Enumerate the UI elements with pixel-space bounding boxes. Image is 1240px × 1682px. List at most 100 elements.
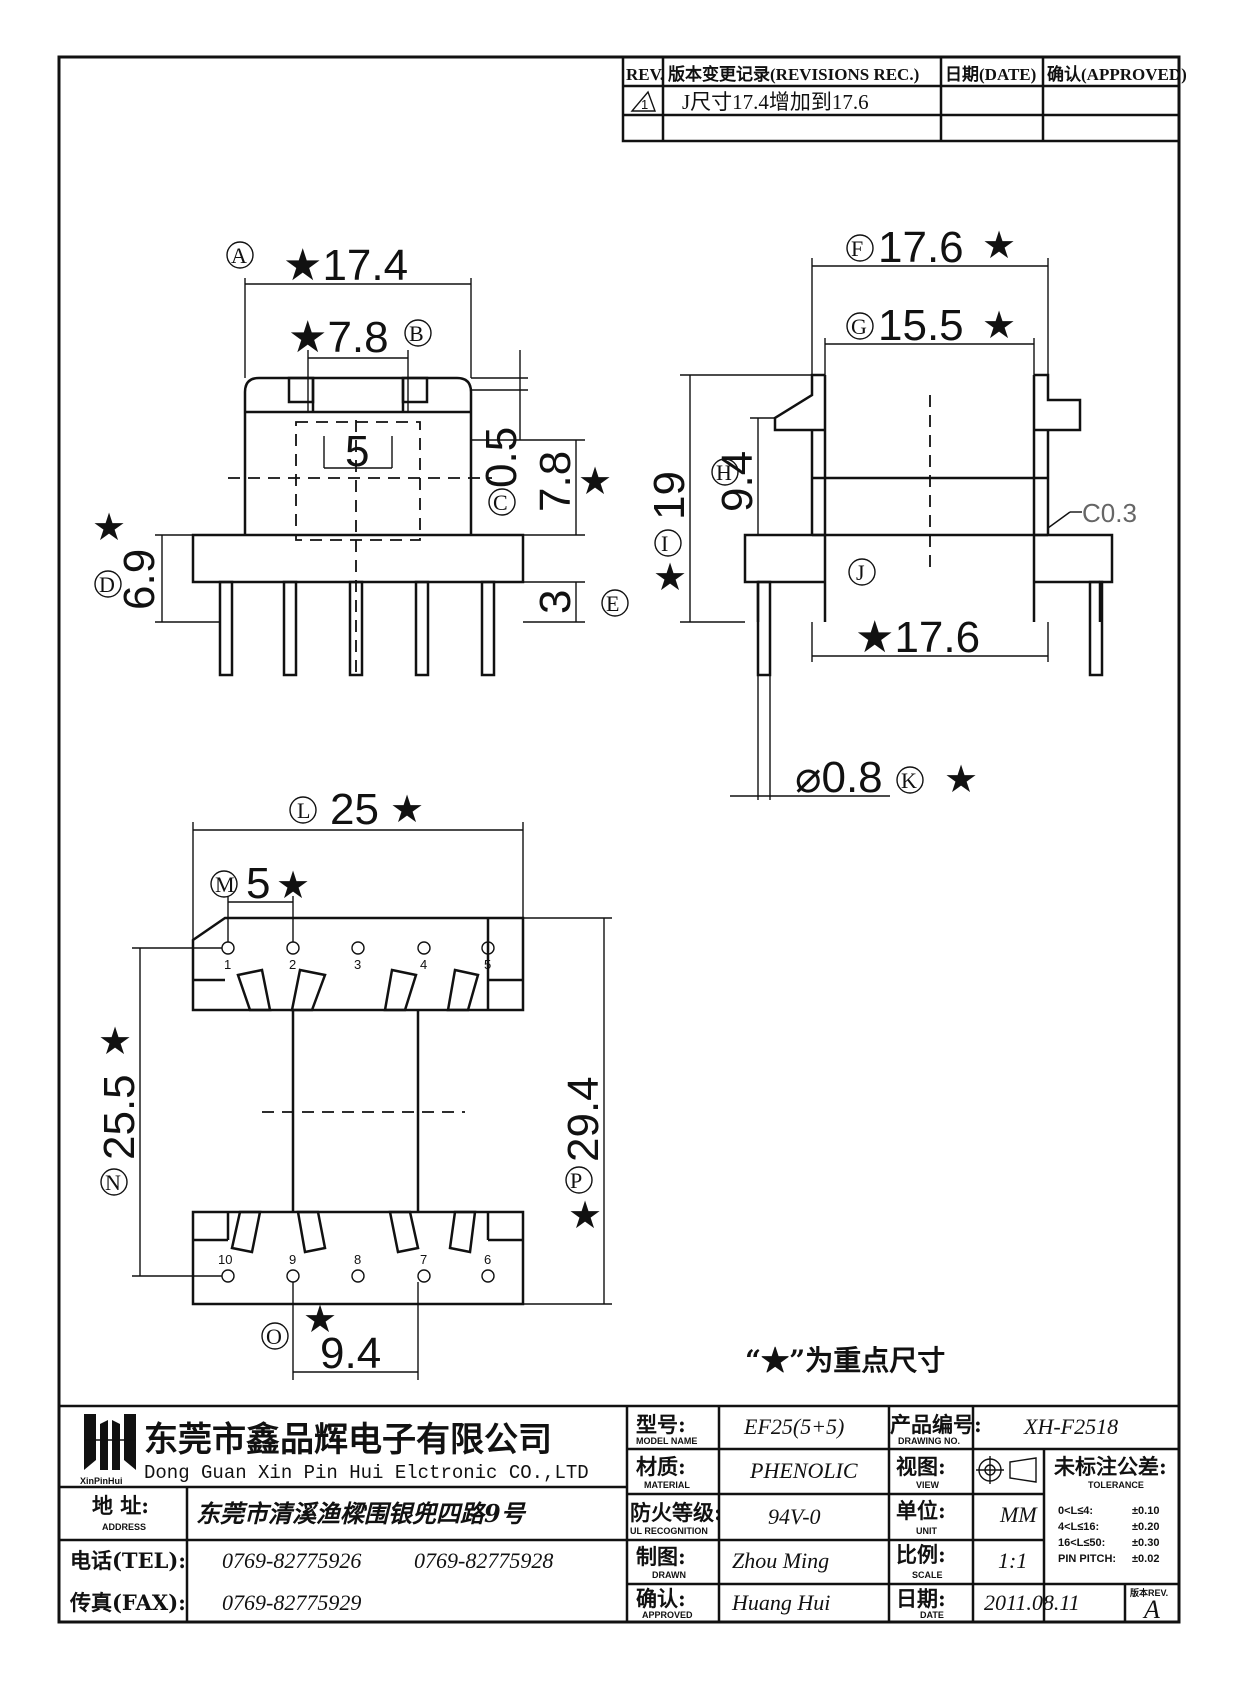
version-label: 版本REV. xyxy=(1129,1587,1168,1598)
rev-header: REV. xyxy=(626,65,664,84)
scale-label: 比例: xyxy=(896,1542,946,1567)
date-sub: DATE xyxy=(920,1610,944,1620)
fax-value: 0769-82775929 xyxy=(222,1590,361,1615)
dim-O: 9.4 xyxy=(320,1329,381,1378)
company-logo: XinPinHui xyxy=(80,1414,136,1486)
dim-C: 7.8 xyxy=(531,451,580,512)
rev-date-header: 日期(DATE) xyxy=(945,65,1036,84)
version-value: A xyxy=(1142,1595,1160,1624)
first-angle-projection-icon xyxy=(976,1456,1037,1484)
unit-sub: UNIT xyxy=(916,1526,937,1536)
address-sub: ADDRESS xyxy=(102,1522,146,1532)
marker-O-label: O xyxy=(266,1324,282,1349)
material-label: 材质: xyxy=(636,1454,686,1479)
approved-value: Huang Hui xyxy=(731,1590,830,1615)
marker-C-label: C xyxy=(493,490,508,515)
approved-label: 确认: xyxy=(636,1586,686,1611)
dim-N: 25.5 xyxy=(95,1074,144,1160)
marker-K-icon xyxy=(896,766,924,794)
title-block: XinPinHui 东莞市鑫品辉电子有限公司 Dong Guan Xin Pin… xyxy=(59,1404,1179,1624)
address-label: 地 址: xyxy=(92,1493,149,1518)
marker-P-icon xyxy=(565,1166,593,1194)
pin-label: 8 xyxy=(354,1252,361,1267)
date-value: 2011.08.11 xyxy=(984,1590,1080,1615)
tolerance-label: 未标注公差: xyxy=(1054,1454,1167,1479)
dim-A: ★17.4 xyxy=(283,241,408,290)
marker-N-label: N xyxy=(105,1170,121,1195)
drawn-label: 制图: xyxy=(636,1544,686,1569)
marker-M-icon xyxy=(210,870,238,898)
marker-E-icon xyxy=(601,589,629,617)
pin-label: 6 xyxy=(484,1252,491,1267)
marker-D-label: D xyxy=(99,572,115,597)
tolerance-range: 16<L≤50: xyxy=(1058,1537,1105,1549)
tolerance-range: 0<L≤4: xyxy=(1058,1505,1093,1517)
dim-inner-5: 5 xyxy=(345,427,369,476)
date-label: 日期: xyxy=(896,1586,946,1611)
pin-label: 4 xyxy=(420,957,427,972)
dim-K: ⌀0.8 xyxy=(795,753,883,802)
marker-L-icon xyxy=(289,796,317,824)
logo-text: XinPinHui xyxy=(80,1476,123,1486)
marker-J-label: J xyxy=(856,560,865,585)
star-F: ★ xyxy=(982,225,1016,267)
dim-J: ★17.6 xyxy=(855,613,980,662)
drawing-no-sub: DRAWING NO. xyxy=(898,1436,960,1446)
marker-F-icon xyxy=(846,234,874,262)
drawn-sub: DRAWN xyxy=(652,1570,686,1580)
marker-M-label: M xyxy=(215,872,235,897)
dim-B: ★7.8 xyxy=(288,313,389,362)
marker-C-icon xyxy=(488,488,516,516)
marker-K-label: K xyxy=(901,768,917,793)
fire-sub: UL RECOGNITION xyxy=(630,1526,708,1536)
dim-C-gap: 0.5 xyxy=(477,427,526,488)
marker-G-label: G xyxy=(851,314,867,339)
top-view: 1 2 3 4 5 10 9 8 7 6 L 25 ★ M 5 ★ xyxy=(95,785,612,1380)
side-view: F 17.6 ★ G 15.5 ★ 9.4 H 19 I ★ C0.3 J xyxy=(645,223,1137,802)
dim-M: 5 xyxy=(246,859,270,908)
tolerance-value: ±0.10 xyxy=(1132,1505,1159,1517)
star-K: ★ xyxy=(944,759,978,801)
marker-H-icon xyxy=(711,458,739,486)
model-value: EF25(5+5) xyxy=(743,1414,844,1439)
dim-chamfer: C0.3 xyxy=(1082,498,1137,528)
pin-label: 7 xyxy=(420,1252,427,1267)
marker-A-label: A xyxy=(231,243,247,268)
marker-D-icon xyxy=(94,570,122,598)
pin-label: 2 xyxy=(289,957,296,972)
marker-P-label: P xyxy=(570,1168,582,1193)
material-value: PHENOLIC xyxy=(749,1458,858,1483)
unit-value: MM xyxy=(999,1502,1038,1527)
approved-sub: APPROVED xyxy=(642,1610,693,1620)
tolerance-range: PIN PITCH: xyxy=(1058,1553,1116,1565)
model-label: 型号: xyxy=(636,1412,686,1437)
pin-label: 5 xyxy=(484,957,491,972)
pin-label: 3 xyxy=(354,957,361,972)
marker-A-icon xyxy=(226,241,254,269)
dim-P: 29.4 xyxy=(559,1076,608,1162)
pin-label: 9 xyxy=(289,1252,296,1267)
tolerance-value: ±0.02 xyxy=(1132,1553,1159,1565)
tel-value-1: 0769-82775926 xyxy=(222,1548,361,1573)
marker-I-label: I xyxy=(661,531,668,556)
tolerance-range: 4<L≤16: xyxy=(1058,1521,1099,1533)
tolerance-value: ±0.30 xyxy=(1132,1537,1159,1549)
key-dimension-note: “★”为重点尺寸 xyxy=(745,1344,945,1377)
material-sub: MATERIAL xyxy=(644,1480,690,1490)
dim-H: 9.4 xyxy=(713,451,762,512)
scale-sub: SCALE xyxy=(912,1570,943,1580)
sheet-border xyxy=(57,55,1181,1624)
model-sub: MODEL NAME xyxy=(636,1436,697,1446)
marker-O-icon xyxy=(261,1322,289,1350)
dim-E: 3 xyxy=(531,590,580,614)
marker-F-label: F xyxy=(851,236,863,261)
star-I: ★ xyxy=(653,557,687,599)
pin-label: 1 xyxy=(224,957,231,972)
rev-triangle-icon xyxy=(630,90,657,112)
drawing-no-value: XH-F2518 xyxy=(1023,1414,1118,1439)
star-D: ★ xyxy=(92,507,126,549)
rev-desc: J尺寸17.4增加到17.6 xyxy=(682,90,869,114)
dim-I: 19 xyxy=(645,471,694,520)
star-P: ★ xyxy=(568,1195,602,1237)
